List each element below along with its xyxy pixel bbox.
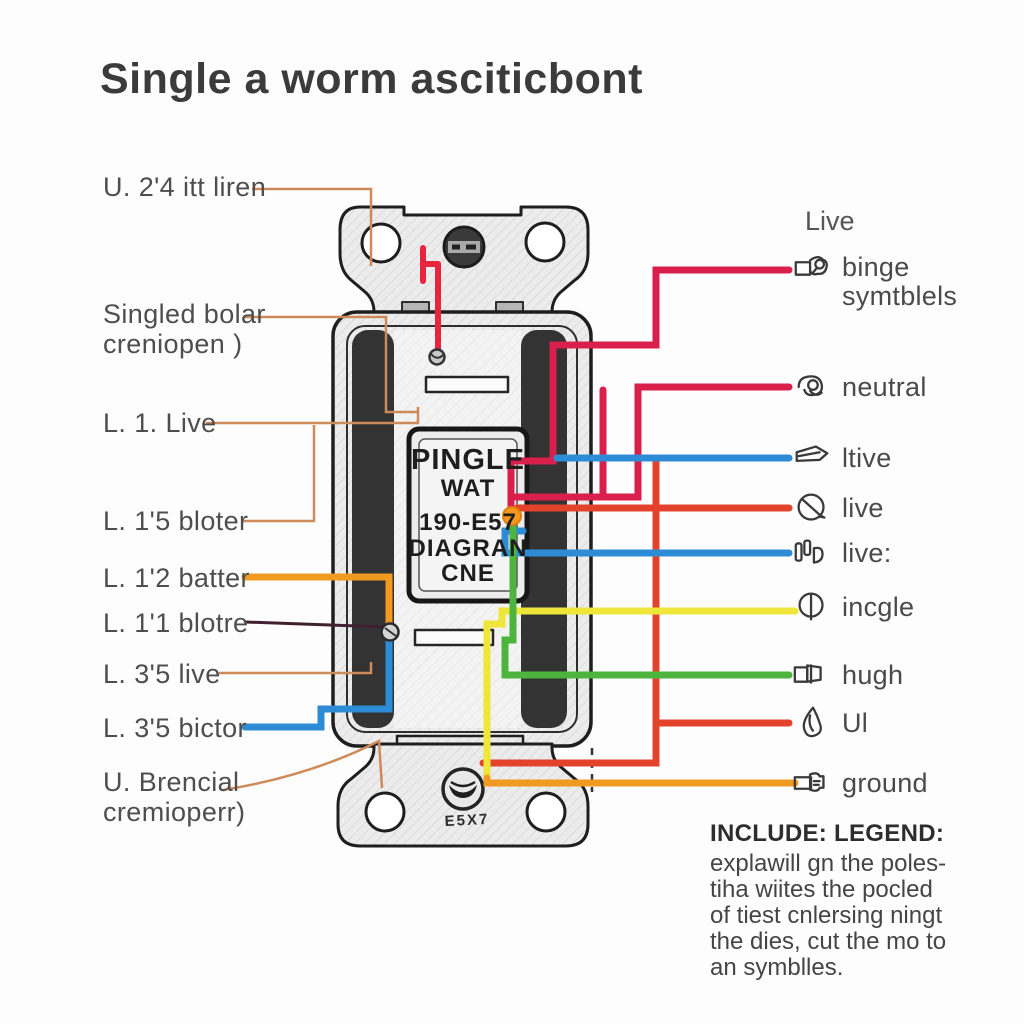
wire-binge (507, 266, 793, 510)
legend-item-label: Ul (842, 707, 869, 738)
note-heading: INCLUDE: LEGEND: (710, 820, 945, 847)
label-l1-live: L. 1. Live (103, 408, 217, 438)
leader-l1-live (206, 407, 420, 425)
legend-item-ltive: ltive (791, 436, 892, 480)
red-wires (479, 457, 793, 767)
legend-item-label: ltive (842, 442, 892, 473)
circle-line-icon (798, 592, 824, 621)
legend-item-label: ground (842, 767, 928, 798)
wire-ground (483, 774, 799, 787)
top-slot (424, 375, 510, 394)
legend-item-ul: Ul (791, 701, 868, 745)
orange-wires (241, 573, 799, 787)
legend-header-live: Live (805, 206, 855, 236)
wire-loop-icon (797, 375, 824, 397)
legend-item-hugh: hugh (791, 653, 903, 697)
wire-incgle (483, 607, 799, 783)
label-singled-bolar: Singled bolar creniopen ) (103, 299, 266, 359)
top-right-mount-hole (524, 221, 566, 263)
leader-u24-liren (252, 187, 373, 266)
terminal-dot (502, 506, 522, 526)
bottom-slot (413, 628, 495, 647)
legend-item-binge: binge symtblels (791, 246, 957, 311)
device-brand-line1: PINGLE (411, 444, 525, 476)
bottom-center-screw (441, 767, 485, 811)
label-u-brencial: U. Brencial cremioperr) (103, 767, 246, 827)
wire-l35-bictor (241, 633, 393, 731)
droplet-icon (802, 706, 822, 738)
screw-head-icon (797, 493, 826, 521)
legend-item-live: live (791, 486, 884, 530)
label-l12-batter: L. 1'2 batter (103, 563, 250, 593)
leader-l15-bloter (242, 425, 316, 523)
page-title: Single a worm asciticbont (100, 55, 643, 103)
label-u24-liren: U. 2'4 itt liren (103, 172, 267, 202)
top-left-mount-hole (360, 222, 402, 264)
wire-neutral (512, 383, 793, 501)
clamp-icon (793, 772, 825, 792)
wire-ul-vertical (479, 457, 660, 767)
legend-item-incgle: incgle (791, 585, 914, 629)
legend-item-label: binge symtblels (842, 252, 958, 311)
device-model-line1: 190-E57 (419, 509, 517, 536)
wire-hugh (501, 514, 793, 679)
legend-item-label: live: (842, 537, 892, 568)
terminal-pins-icon (794, 539, 824, 564)
small-screw-left-slot (384, 627, 397, 637)
leader-singled-bolar (245, 315, 417, 414)
wire-nut-icon (794, 256, 828, 276)
bottom-right-mount-hole (525, 791, 567, 833)
device-inner-outline (346, 325, 578, 733)
flag-icon (795, 445, 829, 463)
legend-item-label: incgle (842, 591, 915, 622)
legend-item-label: neutral (842, 371, 927, 402)
green-wire (501, 514, 793, 679)
device-model-line2: DIAGRAN (408, 535, 528, 562)
small-screw-top-slot (430, 353, 444, 359)
leader-l35-live (219, 662, 373, 675)
label-l15-bloter: L. 1'5 bloter (103, 506, 249, 536)
legend-item-liver: live: (791, 531, 892, 575)
bottom-left-mount-hole (364, 791, 406, 833)
legend-item-label: hugh (842, 659, 904, 690)
yellow-wire (483, 607, 799, 783)
device-brand-line2: WAT (440, 475, 496, 502)
terminals (380, 348, 522, 642)
crimson-wires (507, 266, 793, 510)
device-model-line3: CNE (441, 560, 495, 587)
top-screw-slot (448, 241, 480, 253)
top-red-wire (420, 245, 441, 355)
maroon-leader-line (244, 620, 389, 629)
label-l35-live: L. 3'5 live (103, 659, 221, 689)
bottom-screw-mark (449, 785, 477, 798)
leader-u-brencial (222, 739, 384, 792)
legend-item-label: live (842, 492, 884, 523)
legend-item-ground: ground (791, 761, 928, 805)
legend-note: INCLUDE: LEGEND: explawill gn the poles-… (710, 820, 960, 981)
label-l35-bictor: L. 3'5 bictor (103, 713, 247, 743)
leader-l11-blotre (244, 620, 389, 629)
tan-leader-lines (206, 187, 420, 792)
bottom-screw-mark2 (450, 780, 476, 788)
plug-icon (793, 664, 822, 684)
legend-item-neutral: neutral (791, 365, 927, 409)
wire-l12-batter (241, 573, 393, 633)
note-body: explawill gn the poles- tiha wiites the … (710, 850, 947, 981)
label-l11-blotre: L. 1'1 blotre (103, 608, 249, 638)
